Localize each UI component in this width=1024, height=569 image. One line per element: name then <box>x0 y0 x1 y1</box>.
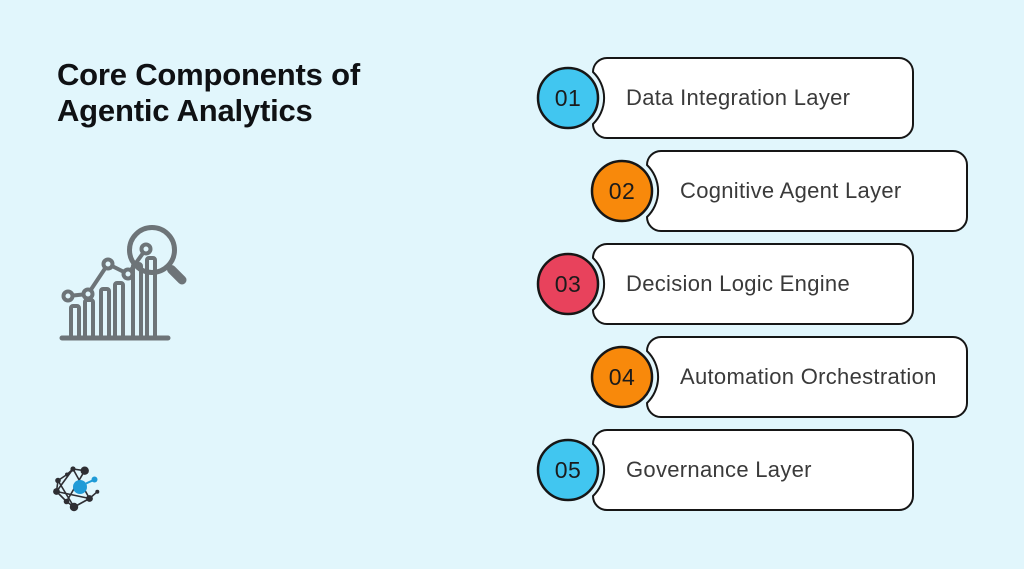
step-label: Governance Layer <box>626 457 812 482</box>
step-number: 02 <box>608 177 636 204</box>
step-card-shape <box>590 336 968 418</box>
step-number: 01 <box>554 84 582 111</box>
step-label: Decision Logic Engine <box>626 271 850 296</box>
step-row-3: 03 Decision Logic Engine <box>536 242 916 326</box>
network-graph-logo-icon <box>53 466 100 512</box>
step-number-circle <box>590 159 654 223</box>
step-number-circle <box>536 66 600 130</box>
step-row-4: 04 Automation Orchestration <box>590 335 970 419</box>
step-number-circle <box>590 345 654 409</box>
step-number-circle <box>536 252 600 316</box>
page-title-line1: Core Components of <box>57 57 360 92</box>
page-title: Core Components of Agentic Analytics <box>57 57 477 129</box>
step-number: 05 <box>554 456 582 483</box>
step-number: 03 <box>554 270 582 297</box>
step-number: 04 <box>608 363 636 390</box>
step-row-5: 05 Governance Layer <box>536 428 916 512</box>
step-row-2: 02 Cognitive Agent Layer <box>590 149 970 233</box>
step-card-shape <box>536 429 914 511</box>
step-card-shape <box>536 243 914 325</box>
step-card-shape <box>536 57 914 139</box>
page-title-line2: Agentic Analytics <box>57 93 313 128</box>
step-label: Automation Orchestration <box>680 364 937 389</box>
step-number-circle <box>536 438 600 502</box>
step-label: Data Integration Layer <box>626 85 851 110</box>
step-row-1: 01 Data Integration Layer <box>536 56 916 140</box>
step-card-shape <box>590 150 968 232</box>
step-label: Cognitive Agent Layer <box>680 178 902 203</box>
bar-chart-with-magnifier-icon <box>59 225 187 341</box>
